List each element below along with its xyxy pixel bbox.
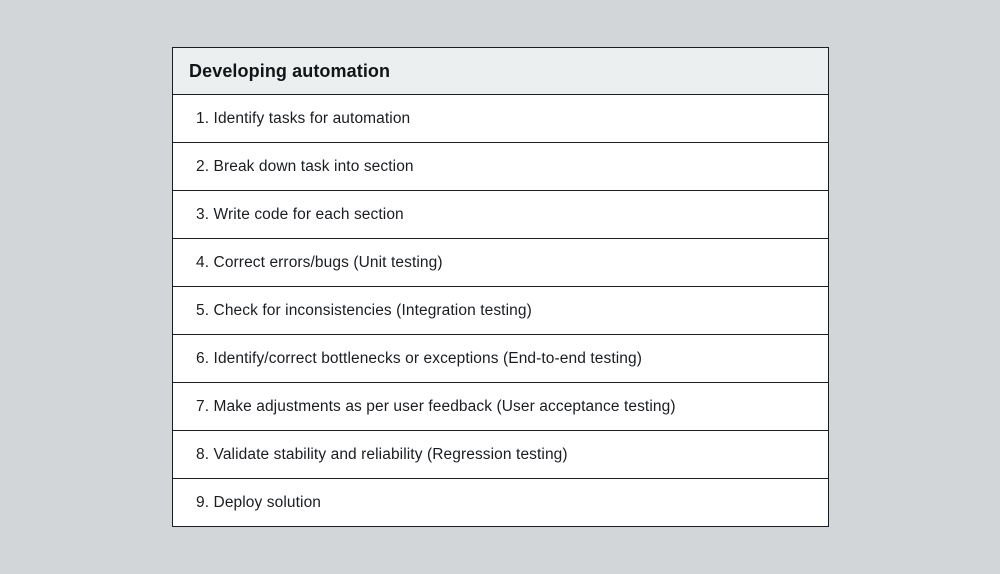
table-row: 2. Break down task into section (173, 142, 828, 190)
table-row: 6. Identify/correct bottlenecks or excep… (173, 334, 828, 382)
table-row: 1. Identify tasks for automation (173, 94, 828, 142)
developing-automation-table: Developing automation 1. Identify tasks … (172, 47, 829, 527)
table-row: 9. Deploy solution (173, 478, 828, 526)
table-row: 4. Correct errors/bugs (Unit testing) (173, 238, 828, 286)
table-title: Developing automation (173, 48, 828, 94)
table-row: 3. Write code for each section (173, 190, 828, 238)
table-row: 7. Make adjustments as per user feedback… (173, 382, 828, 430)
table-row: 5. Check for inconsistencies (Integratio… (173, 286, 828, 334)
table-row: 8. Validate stability and reliability (R… (173, 430, 828, 478)
